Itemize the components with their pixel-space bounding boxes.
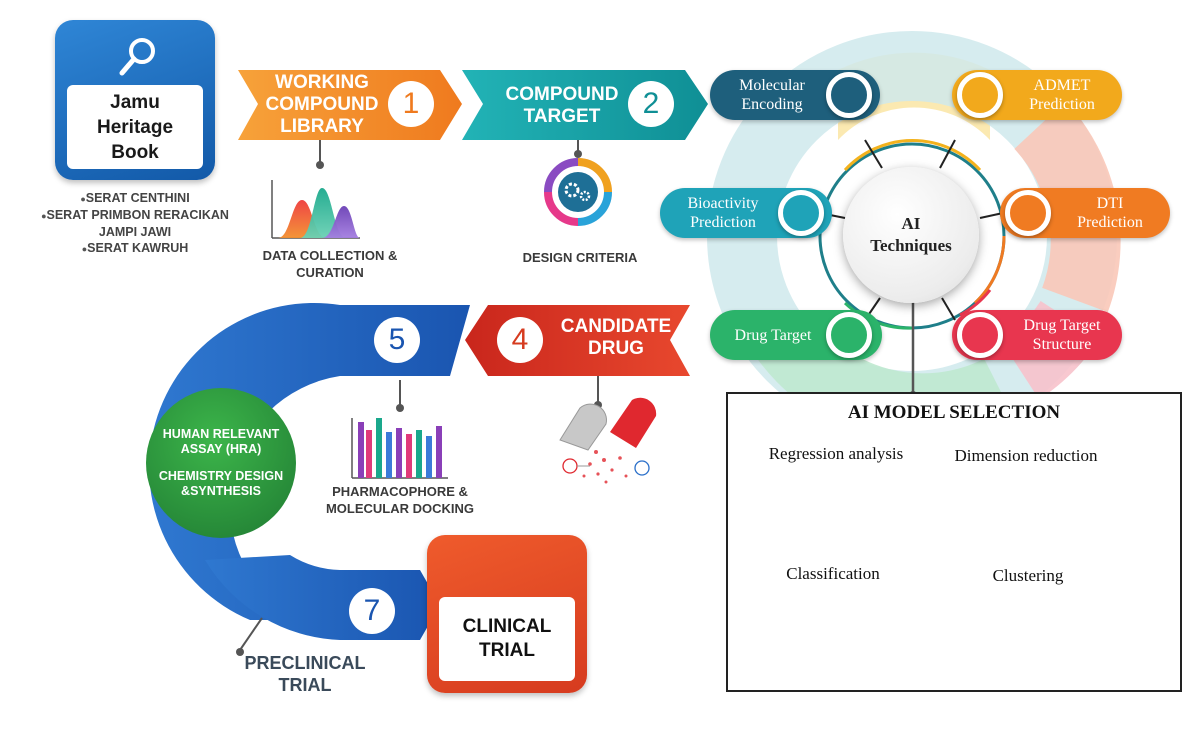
ai-node-admet-prediction-dot — [957, 72, 1003, 118]
step-5-number: 5 — [374, 317, 420, 363]
ai-model-selection-title: AI MODEL SELECTION — [847, 402, 1061, 423]
clinical-trial-card: CLINICAL TRIAL — [427, 535, 587, 693]
clinical-trial-panel: CLINICAL TRIAL — [439, 597, 575, 681]
step-4-label: CANDIDATE DRUG — [560, 316, 672, 359]
ai-techniques-hub: AI Techniques — [843, 167, 979, 303]
ai-node-drug-target-structure-dot — [957, 312, 1003, 358]
book-title: Jamu Heritage Book — [96, 91, 174, 163]
source-item: SERAT CENTHINI — [15, 190, 255, 207]
step-2-caption: DESIGN CRITERIA — [522, 250, 638, 265]
stem-step-4 — [594, 376, 602, 409]
source-item: JAMPI JAWI — [98, 225, 172, 239]
assay-line-2: CHEMISTRY DESIGN &SYNTHESIS — [158, 469, 284, 498]
method-dimension-reduction-label: Dimension reduction — [954, 446, 1098, 465]
ai-techniques-label: AI Techniques — [870, 214, 952, 255]
stem-step-7 — [236, 617, 263, 656]
c-shape-lower-arrow — [205, 555, 440, 640]
c-shape-band — [149, 302, 470, 620]
ai-node-bioactivity-prediction-dot — [778, 190, 824, 236]
step-7-number: 7 — [349, 588, 395, 634]
ai-node-molecular-encoding-dot — [826, 72, 872, 118]
stem-step-1 — [316, 140, 324, 169]
clinical-trial-title: CLINICAL TRIAL — [462, 616, 552, 661]
step-1-number: 1 — [388, 81, 434, 127]
source-item: SERAT KAWRUH — [15, 240, 255, 257]
source-list: SERAT CENTHINI SERAT PRIMBON RERACIKAN J… — [15, 190, 255, 257]
step-1-label: WORKING COMPOUND LIBRARY — [265, 72, 379, 137]
step-7-caption: PRECLINICAL TRIAL — [244, 653, 366, 695]
method-regression-label: Regression analysis — [768, 444, 904, 463]
assay-circle: HUMAN RELEVANT ASSAY (HRA) CHEMISTRY DES… — [146, 388, 296, 538]
jamu-heritage-book-card: Jamu Heritage Book — [55, 20, 215, 180]
design-criteria-gear-icon — [544, 158, 612, 226]
stem-step-2 — [574, 140, 582, 158]
step-5-caption: PHARMACOPHORE & MOLECULAR DOCKING — [325, 484, 475, 516]
assay-line-1: HUMAN RELEVANT ASSAY (HRA) — [162, 427, 280, 456]
ai-node-dti-prediction-dot — [1005, 190, 1051, 236]
ai-model-selection-box: AI MODEL SELECTION Regression analysis D… — [726, 392, 1182, 692]
step-2-label: COMPOUND TARGET — [505, 84, 619, 127]
book-title-panel: Jamu Heritage Book — [67, 85, 203, 169]
method-classification-label: Classification — [786, 564, 880, 583]
stem-step-5 — [396, 380, 404, 412]
source-item: SERAT PRIMBON RERACIKAN — [15, 207, 255, 224]
distribution-peaks-icon — [271, 180, 360, 239]
capsule-icon — [559, 397, 657, 484]
search-icon — [119, 38, 155, 76]
step-4-number: 4 — [497, 317, 543, 363]
docking-bars-icon — [351, 418, 448, 479]
step-1-caption: DATA COLLECTION & CURATION — [262, 248, 398, 280]
step-2-number: 2 — [628, 81, 674, 127]
method-clustering-label: Clustering — [992, 566, 1064, 585]
ai-node-drug-target-dot — [826, 312, 872, 358]
